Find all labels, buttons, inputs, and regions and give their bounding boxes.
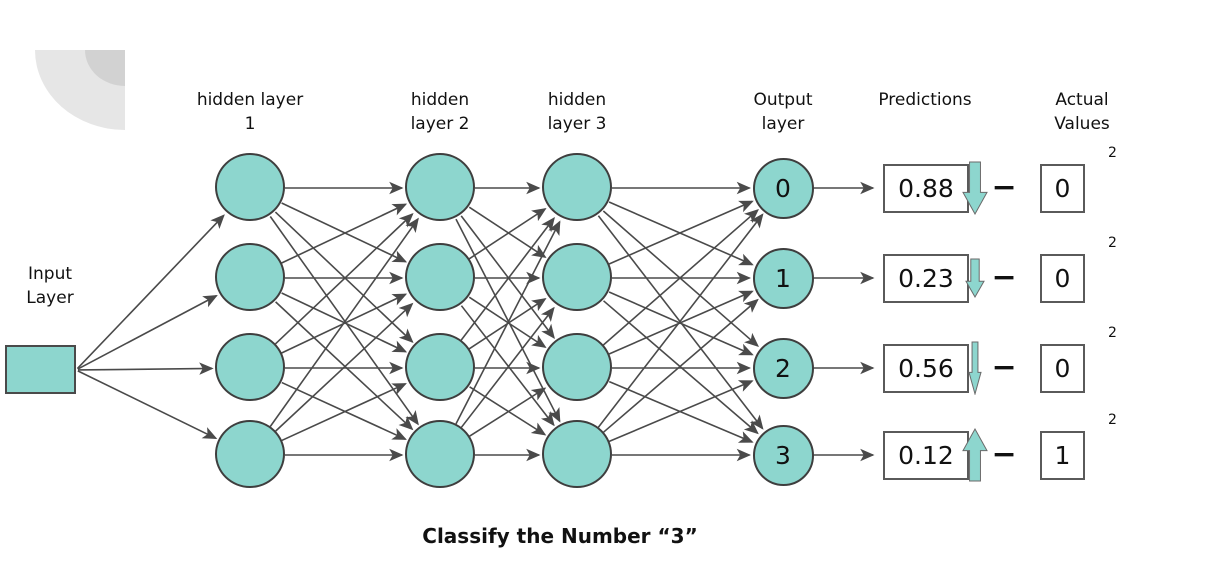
header-predictions: Predictions <box>878 90 972 110</box>
minus-sign-1: − <box>991 170 1017 205</box>
neuron-hidden1-4 <box>215 420 285 488</box>
actual-value: 0 <box>1054 173 1071 203</box>
prediction-value: 0.23 <box>898 263 954 293</box>
neuron-hidden2-3 <box>405 333 475 401</box>
neuron-label: 3 <box>775 440 791 470</box>
input-layer-label: Input Layer <box>26 264 74 308</box>
prediction-box-2: 0.23 <box>883 253 969 303</box>
header-hidden-layer-3: hidden layer 3 <box>547 90 607 134</box>
neuron-hidden3-3 <box>542 333 612 401</box>
header-output-layer: Output layer <box>753 90 813 134</box>
actual-value-box-2: 0 <box>1040 253 1085 303</box>
trend-arrow-down-2 <box>965 258 985 302</box>
neuron-output-2: 1 <box>752 247 814 309</box>
trend-arrow-down-3 <box>968 341 982 399</box>
prediction-box-4: 0.12 <box>883 430 969 480</box>
neuron-hidden3-2 <box>542 243 612 311</box>
prediction-box-1: 0.88 <box>883 163 969 213</box>
neuron-hidden1-1 <box>215 153 285 221</box>
prediction-value: 0.88 <box>898 173 954 203</box>
exponent-3: 2 <box>1108 325 1117 341</box>
exponent-2: 2 <box>1108 235 1117 251</box>
neuron-hidden2-1 <box>405 153 475 221</box>
header-actual-values: Actual Values <box>1054 90 1110 134</box>
header-hidden-layer-1: hidden layer 1 <box>196 90 304 134</box>
actual-value-box-3: 0 <box>1040 343 1085 393</box>
input-layer-block <box>5 345 76 394</box>
exponent-1: 2 <box>1108 145 1117 161</box>
prediction-value: 0.12 <box>898 440 954 470</box>
neuron-hidden2-2 <box>405 243 475 311</box>
actual-value: 1 <box>1054 440 1071 470</box>
neuron-output-3: 2 <box>752 337 814 399</box>
neuron-output-4: 3 <box>752 424 814 486</box>
neuron-hidden3-1 <box>542 153 612 221</box>
minus-sign-4: − <box>991 437 1017 472</box>
actual-value: 0 <box>1054 263 1071 293</box>
minus-sign-2: − <box>991 260 1017 295</box>
minus-sign-3: − <box>991 350 1017 385</box>
neuron-output-1: 0 <box>752 157 814 219</box>
header-hidden-layer-2: hidden layer 2 <box>410 90 470 134</box>
trend-arrow-up-4 <box>962 427 988 486</box>
neuron-label: 0 <box>775 173 791 203</box>
neuron-label: 1 <box>775 263 791 293</box>
neuron-hidden1-3 <box>215 333 285 401</box>
neuron-label: 2 <box>775 353 791 383</box>
diagram-caption: Classify the Number “3” <box>422 524 698 548</box>
trend-arrow-down-1 <box>962 161 988 219</box>
actual-value-box-4: 1 <box>1040 430 1085 480</box>
prediction-value: 0.56 <box>898 353 954 383</box>
actual-value: 0 <box>1054 353 1071 383</box>
exponent-4: 2 <box>1108 412 1117 428</box>
prediction-box-3: 0.56 <box>883 343 969 393</box>
actual-value-box-1: 0 <box>1040 163 1085 213</box>
neuron-hidden1-2 <box>215 243 285 311</box>
neuron-hidden2-4 <box>405 420 475 488</box>
neuron-hidden3-4 <box>542 420 612 488</box>
